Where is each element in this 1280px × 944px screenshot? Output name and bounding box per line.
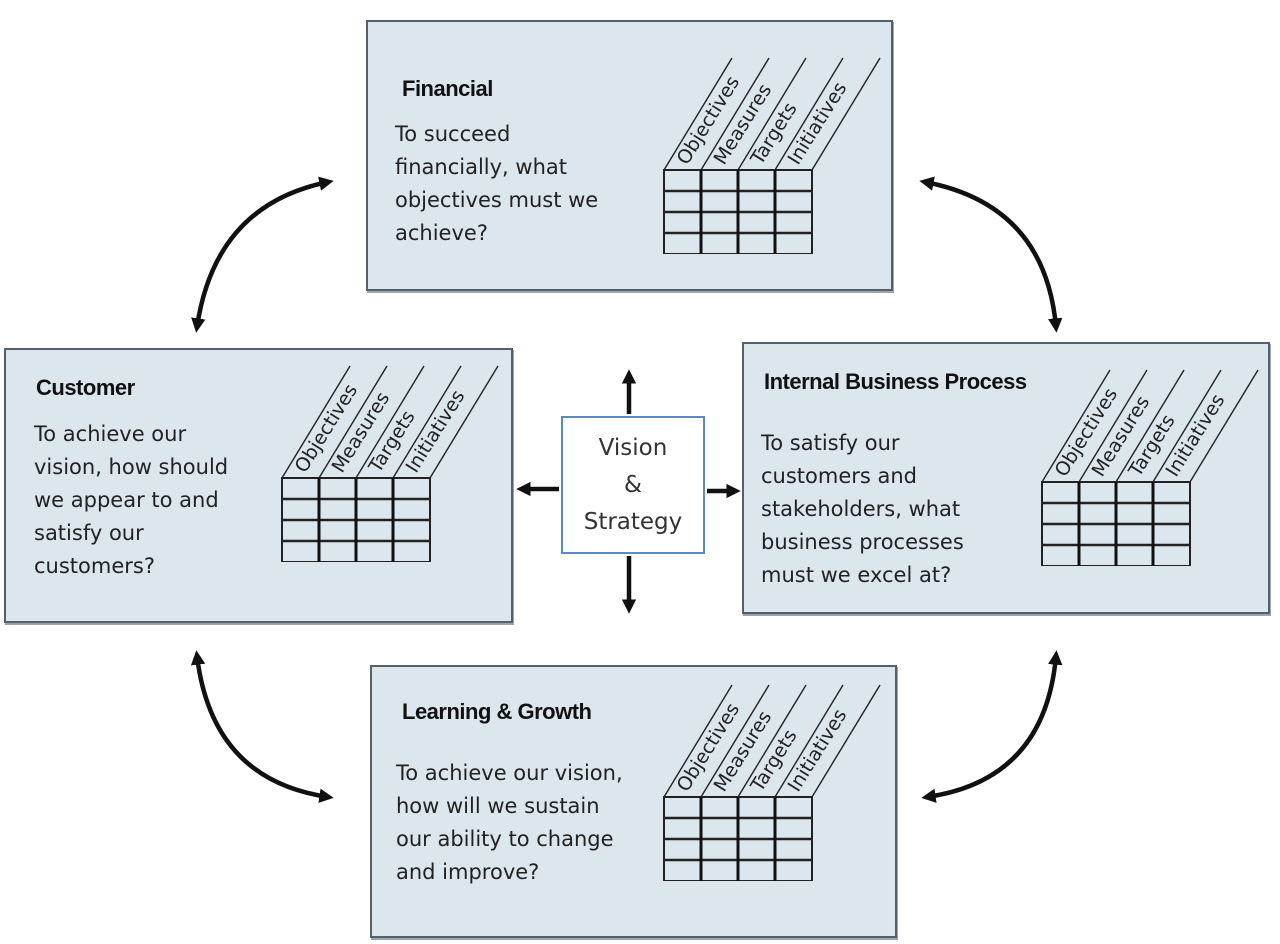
financial-title: Financial	[402, 76, 493, 101]
header-slant-line	[663, 57, 733, 171]
header-slant-line	[774, 57, 844, 171]
vision-line-1: Vision	[598, 434, 668, 461]
learning-box: Learning & Growth To achieve our vision,…	[370, 665, 897, 938]
header-slant-line	[392, 365, 462, 479]
vision-line-2: &	[624, 471, 642, 498]
header-slant-line	[281, 365, 351, 479]
header-slant-line	[774, 684, 844, 798]
financial-question: To succeed financially, what objectives …	[395, 122, 599, 245]
header-slant-line	[1115, 369, 1185, 483]
internal-question: To satisfy our customers and stakeholder…	[761, 431, 964, 587]
customer-box: Customer To achieve our vision, how shou…	[4, 348, 513, 623]
header-slant-line	[737, 57, 807, 171]
header-slant-line	[700, 57, 770, 171]
arrow-customer-financial	[191, 176, 334, 333]
header-slant-line	[811, 684, 881, 798]
header-slant-line	[737, 684, 807, 798]
customer-question: To achieve our vision, how should we app…	[34, 422, 229, 578]
learning-title: Learning & Growth	[402, 699, 592, 724]
customer-title: Customer	[36, 375, 135, 400]
column-header-initiatives: Initiatives	[784, 78, 852, 168]
header-slant-line	[1189, 369, 1259, 483]
header-slant-line	[318, 365, 388, 479]
header-slant-line	[1078, 369, 1148, 483]
header-slant-line	[663, 684, 733, 798]
header-slant-line	[700, 684, 770, 798]
header-slant-line	[811, 57, 881, 171]
internal-title: Internal Business Process	[764, 369, 1027, 394]
vision-line-3: Strategy	[583, 508, 683, 535]
header-slant-line	[1152, 369, 1222, 483]
column-header-initiatives: Initiatives	[784, 705, 852, 795]
column-header-initiatives: Initiatives	[402, 386, 470, 476]
header-slant-line	[429, 365, 499, 479]
header-slant-line	[355, 365, 425, 479]
internal-box: Internal Business Process To satisfy our…	[742, 342, 1270, 614]
arrow-financial-internal	[919, 176, 1063, 333]
learning-question: To achieve our vision, how will we susta…	[396, 761, 623, 884]
column-header-initiatives: Initiatives	[1162, 390, 1230, 480]
vision-strategy-box: Vision & Strategy	[561, 416, 705, 554]
arrow-internal-learning	[921, 650, 1063, 803]
arrow-customer-learning	[190, 650, 334, 803]
header-slant-line	[1041, 369, 1111, 483]
financial-box: Financial To succeed financially, what o…	[366, 20, 893, 291]
